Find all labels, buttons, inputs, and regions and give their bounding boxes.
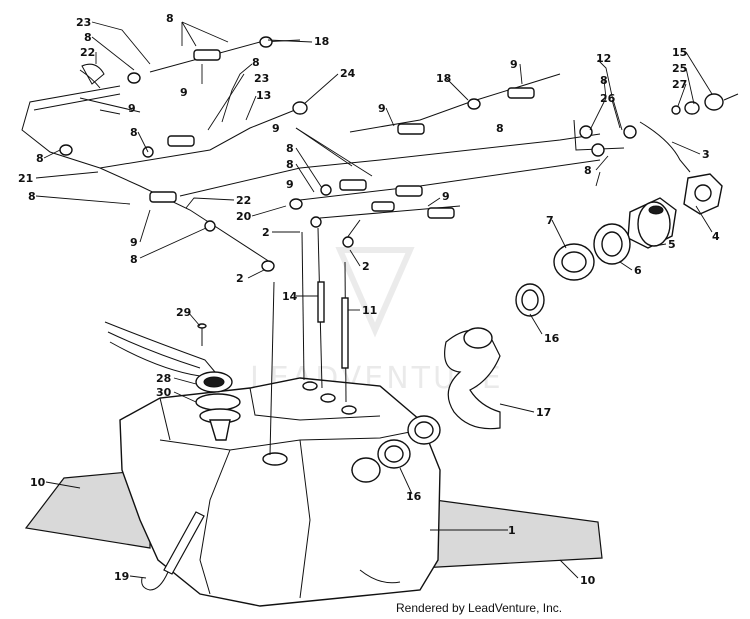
callout-9: 9 (180, 86, 188, 99)
callout-11: 11 (362, 304, 377, 317)
callout-1: 1 (508, 524, 516, 537)
callout-2: 2 (262, 226, 270, 239)
filler-hose (444, 327, 501, 430)
callout-9: 9 (378, 102, 386, 115)
callout-18: 18 (314, 35, 329, 48)
callout-8: 8 (84, 31, 92, 44)
filler-cap-assembly (553, 93, 739, 281)
callout-8: 8 (286, 142, 294, 155)
callout-labels: 23 8 8 18 22 9 8 23 13 24 9 8 8 21 8 9 8… (18, 12, 720, 587)
callout-30: 30 (156, 386, 172, 399)
fuel-tank (119, 377, 441, 607)
callout-14: 14 (282, 290, 298, 303)
callout-7: 7 (546, 214, 554, 227)
callout-22: 22 (80, 46, 95, 59)
callout-23: 23 (254, 72, 269, 85)
callout-12: 12 (596, 52, 611, 65)
callout-8: 8 (496, 122, 504, 135)
fuel-sender-assembly (104, 321, 241, 441)
hose-clamp-lower (351, 415, 441, 483)
callout-8: 8 (28, 190, 36, 203)
callout-5: 5 (668, 238, 676, 251)
callout-8: 8 (130, 126, 138, 139)
callout-8: 8 (252, 56, 260, 69)
callout-28: 28 (156, 372, 171, 385)
callout-19: 19 (114, 570, 129, 583)
callout-8: 8 (36, 152, 44, 165)
callout-9: 9 (442, 190, 450, 203)
callout-6: 6 (634, 264, 642, 277)
callout-15: 15 (672, 46, 687, 59)
leader-lines (35, 21, 713, 579)
callout-8: 8 (584, 164, 592, 177)
callout-8: 8 (130, 253, 138, 266)
callout-8: 8 (600, 74, 608, 87)
hose-clamp-upper (515, 283, 545, 317)
drain-tube (141, 511, 205, 591)
callout-9: 9 (286, 178, 294, 191)
callout-10: 10 (30, 476, 46, 489)
callout-2: 2 (362, 260, 370, 273)
foam-pad-left (24, 469, 151, 549)
callout-13: 13 (256, 89, 271, 102)
callout-4: 4 (712, 230, 720, 243)
callout-22: 22 (236, 194, 251, 207)
callout-25: 25 (672, 62, 687, 75)
callout-18: 18 (436, 72, 451, 85)
callout-26: 26 (600, 92, 616, 105)
callout-9: 9 (128, 102, 136, 115)
callout-8: 8 (166, 12, 174, 25)
callout-20: 20 (236, 210, 252, 223)
callout-21: 21 (18, 172, 33, 185)
callout-2: 2 (236, 272, 244, 285)
callout-16: 16 (406, 490, 422, 503)
callout-9: 9 (130, 236, 138, 249)
fuel-line-network (21, 36, 637, 272)
callout-27: 27 (672, 78, 687, 91)
render-credit: Rendered by LeadVenture, Inc. (396, 601, 563, 615)
callout-16: 16 (544, 332, 560, 345)
callout-10: 10 (580, 574, 596, 587)
callout-23: 23 (76, 16, 91, 29)
callout-29: 29 (176, 306, 191, 319)
callout-3: 3 (702, 148, 710, 161)
callout-17: 17 (536, 406, 551, 419)
callout-8: 8 (286, 158, 294, 171)
pickup-tubes (269, 227, 349, 456)
callout-9: 9 (510, 58, 518, 71)
callout-9: 9 (272, 122, 280, 135)
callout-24: 24 (340, 67, 356, 80)
